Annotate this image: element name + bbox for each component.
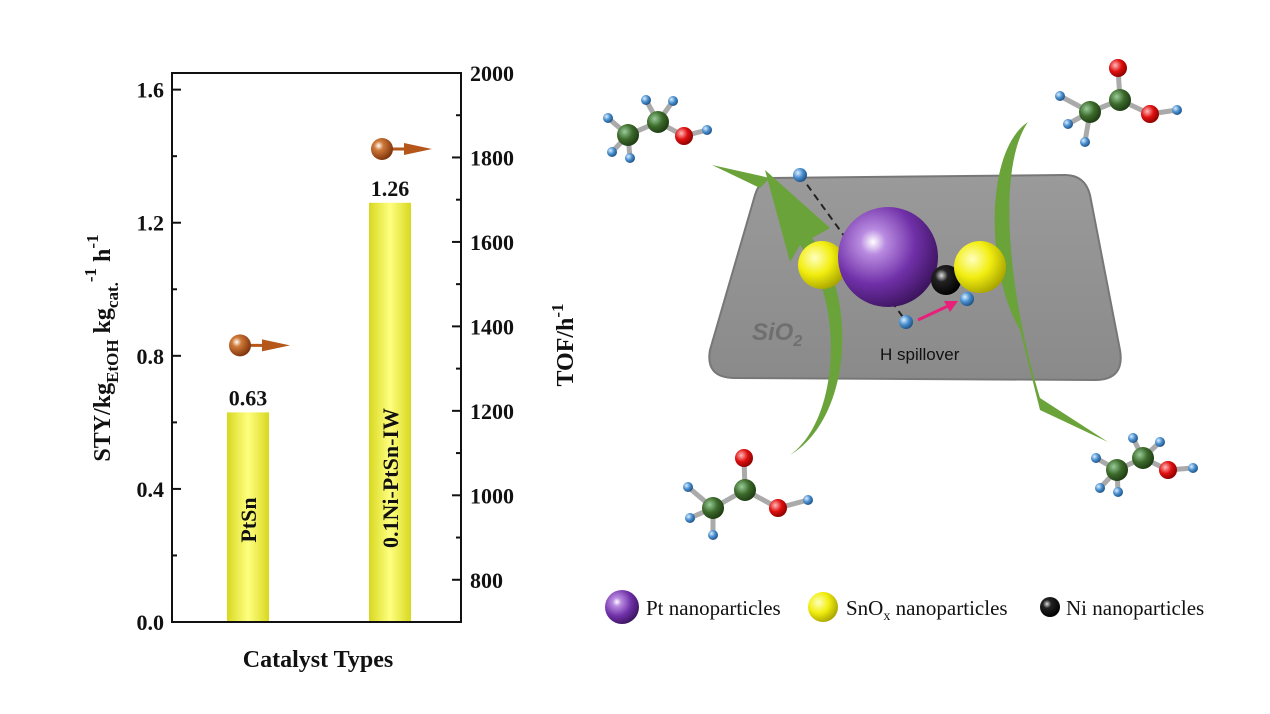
- y-tick-label: 1.2: [137, 211, 165, 236]
- hydrogen-atom: [1055, 91, 1065, 101]
- hydrogen-atom: [1091, 453, 1101, 463]
- hydrogen-atom: [1063, 119, 1073, 129]
- oxygen-atom: [769, 499, 787, 517]
- molecule: [683, 449, 813, 540]
- hydrogen-atom: [702, 125, 712, 135]
- oxygen-atom: [1159, 461, 1177, 479]
- molecule: [1055, 59, 1182, 147]
- h-atom: [899, 315, 913, 329]
- green-arrow-in-left: [712, 165, 770, 188]
- legend-ni: Ni nanoparticles: [1066, 596, 1204, 620]
- y-tick-label: 0.8: [137, 344, 165, 369]
- y-tick-label: 0.0: [137, 610, 165, 635]
- carbon-atom: [1132, 447, 1154, 469]
- category-label: PtSn: [236, 497, 261, 542]
- spillover-arrowhead: [944, 301, 958, 312]
- y2-tick-label: 2000: [470, 61, 514, 86]
- y2-tick-label: 800: [470, 568, 503, 593]
- oxygen-atom: [1141, 105, 1159, 123]
- carbon-atom: [617, 124, 639, 146]
- oxygen-atom: [675, 127, 693, 145]
- category-label: 0.1Ni-PtSn-IW: [378, 408, 403, 548]
- green-arrow-right: [994, 122, 1108, 442]
- hydrogen-atom: [1080, 137, 1090, 147]
- sno2-particle-right: [954, 241, 1006, 293]
- bar-value-label: 1.26: [371, 176, 410, 201]
- tof-point: [371, 138, 393, 161]
- x-axis-title: Catalyst Types: [243, 647, 393, 673]
- y2-tick-label: 1000: [470, 483, 514, 508]
- reaction-arrows: [712, 122, 1108, 455]
- hydrogen-atom: [683, 482, 693, 492]
- h-spillover-label: H spillover: [880, 345, 960, 364]
- tof-arrow-head: [262, 339, 290, 352]
- y2-tick-label: 1600: [470, 230, 514, 255]
- y-tick-label: 0.4: [137, 477, 165, 502]
- carbon-atom: [734, 479, 756, 501]
- bar-0.1ni-ptsn-iw: [369, 202, 411, 622]
- y-axis-title: STY/kgEtOH kgcat.-1 h-1: [81, 234, 122, 461]
- hydrogen-atom: [803, 495, 813, 505]
- carbon-atom: [1079, 101, 1101, 123]
- legend-pt: Pt nanoparticles: [646, 596, 781, 620]
- carbon-atom: [1109, 89, 1131, 111]
- ni-legend-icon: [1040, 597, 1060, 617]
- hydrogen-atom: [1172, 105, 1182, 115]
- hydrogen-atom: [1095, 483, 1105, 493]
- ni-particle: [931, 265, 961, 295]
- tof-point: [229, 334, 251, 357]
- h-atom: [793, 168, 807, 182]
- hydrogen-atom: [1188, 463, 1198, 473]
- hydrogen-atom: [685, 513, 695, 523]
- hydrogen-atom: [607, 147, 617, 157]
- green-arrow-left: [765, 170, 843, 455]
- oxygen-atom: [1109, 59, 1127, 77]
- h-atom: [960, 292, 974, 306]
- pt-particle: [838, 207, 938, 307]
- sio2-label: SiO2: [752, 319, 802, 350]
- tof-arrow-head: [404, 143, 432, 156]
- carbon-atom: [647, 111, 669, 133]
- oxygen-atom: [735, 449, 753, 467]
- bar-value-label: 0.63: [229, 385, 268, 410]
- sn-legend-icon: [808, 592, 838, 622]
- carbon-atom: [702, 497, 724, 519]
- sno2-particle-left: [798, 241, 846, 289]
- y2-axis-title: TOF/h-1: [548, 303, 579, 386]
- legend-sn: SnOx nanoparticles: [846, 596, 1008, 624]
- hydrogen-atom: [1113, 487, 1123, 497]
- hydrogen-atom: [603, 113, 613, 123]
- molecule: [1091, 433, 1198, 497]
- molecule: [603, 95, 712, 163]
- pt-legend-icon: [605, 590, 639, 624]
- hydrogen-atom: [668, 96, 678, 106]
- legend: Pt nanoparticles SnOx nanoparticles Ni n…: [605, 590, 1204, 624]
- bar-ptsn: [227, 412, 269, 622]
- carbon-atom: [1106, 459, 1128, 481]
- y-tick-label: 1.6: [137, 78, 165, 103]
- y2-tick-label: 1200: [470, 399, 514, 424]
- hydrogen-atom: [708, 530, 718, 540]
- spillover-arrow: [917, 303, 951, 322]
- hydrogen-atom: [1155, 437, 1165, 447]
- y2-tick-label: 1800: [470, 145, 514, 170]
- plot-frame: [171, 72, 462, 623]
- mechanism-diagram: SiO2 H spillover Pt nanoparticles SnOx n…: [603, 59, 1204, 624]
- hydrogen-atom: [1128, 433, 1138, 443]
- y2-tick-label: 1400: [470, 314, 514, 339]
- hydrogen-atom: [641, 95, 651, 105]
- hydrogen-atom: [625, 153, 635, 163]
